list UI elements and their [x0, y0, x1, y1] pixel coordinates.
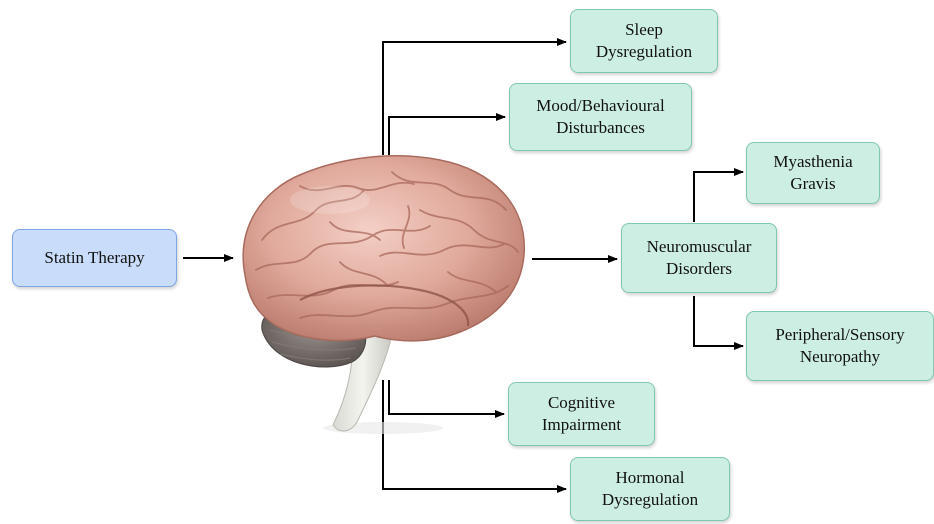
- arrow-neuromuscular-to-neuropathy: [694, 296, 743, 346]
- myasthenia-gravis-label: Myasthenia Gravis: [773, 151, 852, 195]
- arrow-neuromuscular-to-myasthenia: [694, 172, 743, 222]
- mood-behavioural-label: Mood/Behavioural Disturbances: [536, 95, 664, 139]
- statin-therapy-label: Statin Therapy: [44, 247, 144, 269]
- peripheral-neuropathy-label: Peripheral/Sensory Neuropathy: [775, 324, 904, 368]
- sleep-dysregulation-label: Sleep Dysregulation: [596, 19, 692, 63]
- arrow-brain-to-mood: [389, 117, 505, 155]
- cognitive-impairment-box: Cognitive Impairment: [508, 382, 655, 446]
- sleep-dysregulation-box: Sleep Dysregulation: [570, 9, 718, 73]
- neuromuscular-disorders-label: Neuromuscular Disorders: [647, 236, 752, 280]
- cerebrum: [243, 156, 524, 341]
- statin-therapy-box: Statin Therapy: [12, 229, 177, 287]
- hormonal-dysregulation-box: Hormonal Dysregulation: [570, 457, 730, 521]
- neuromuscular-disorders-box: Neuromuscular Disorders: [621, 223, 777, 293]
- peripheral-neuropathy-box: Peripheral/Sensory Neuropathy: [746, 311, 934, 381]
- hormonal-dysregulation-label: Hormonal Dysregulation: [602, 467, 698, 511]
- arrow-brain-to-cognitive: [389, 380, 504, 414]
- myasthenia-gravis-box: Myasthenia Gravis: [746, 142, 880, 204]
- mood-behavioural-box: Mood/Behavioural Disturbances: [509, 83, 692, 151]
- cognitive-impairment-label: Cognitive Impairment: [542, 392, 621, 436]
